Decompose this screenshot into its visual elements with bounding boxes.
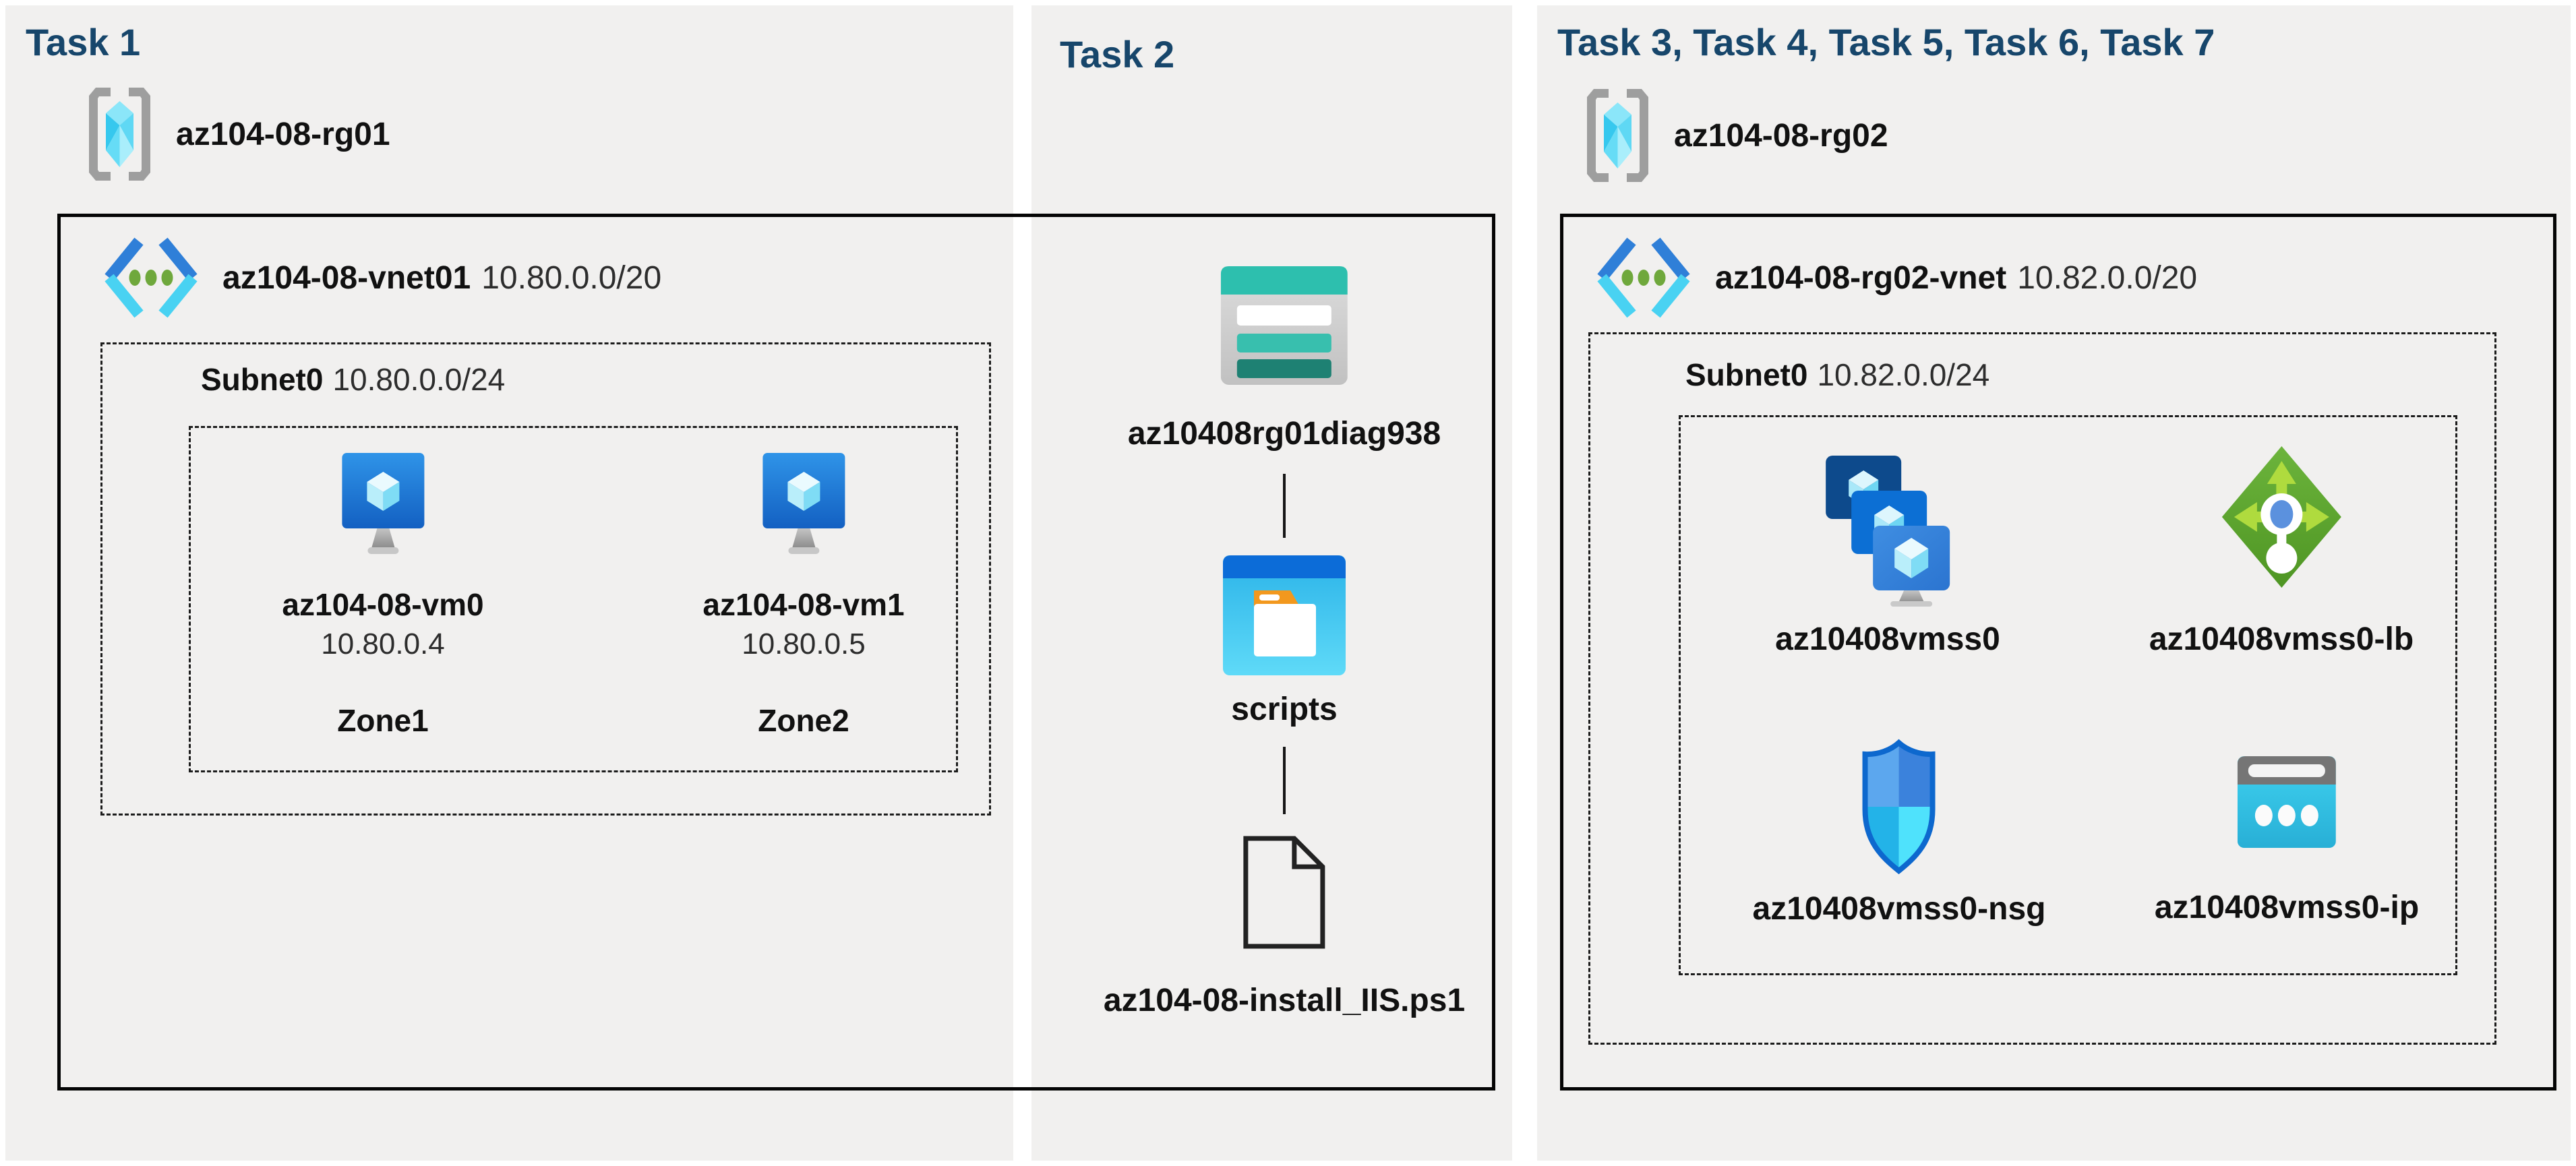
script-file-name: az104-08-install_IIS.ps1: [1103, 983, 1466, 1018]
virtual-network-icon: [1597, 237, 1690, 318]
storage-account-node: az10408rg01diag938: [1128, 266, 1441, 452]
vm-scale-set-icon: [1825, 456, 1950, 607]
subnet-name: Subnet0: [201, 362, 324, 397]
storage-account-icon: [1220, 266, 1348, 385]
resource-group-rg02: az104-08-rg02: [1586, 88, 1888, 183]
public-ip-name: az10408vmss0-ip: [2154, 890, 2420, 925]
vm-node-az104-08-vm0: az104-08-vm0 10.80.0.4 Zone1: [282, 450, 484, 739]
vnet-row-vnet01: az104-08-vnet01 10.80.0.0/20: [100, 236, 661, 319]
virtual-machine-icon: [341, 453, 424, 554]
network-security-group-icon: [1862, 739, 1936, 875]
public-ip-icon: [2238, 756, 2336, 848]
resource-group-name: az104-08-rg01: [176, 116, 390, 152]
panel-title-task3: Task 3, Task 4, Task 5, Task 6, Task 7: [1557, 21, 2215, 63]
connector-scripts-to-file: [1283, 747, 1286, 814]
nsg-name: az10408vmss0-nsg: [1752, 891, 2046, 927]
nsg-node: az10408vmss0-nsg: [1752, 739, 2046, 927]
load-balancer-name: az10408vmss0-lb: [2149, 621, 2414, 657]
vmss-node: az10408vmss0: [1775, 450, 2000, 658]
vnet-label: az104-08-rg02-vnet 10.82.0.0/20: [1715, 259, 2197, 297]
file-icon: [1243, 836, 1325, 949]
storage-account-name: az10408rg01diag938: [1127, 416, 1441, 452]
scripts-container-node: scripts: [1223, 555, 1346, 728]
rg02-vnet-boundary-box: [1560, 214, 2556, 1091]
panel-title-task1: Task 1: [26, 21, 141, 63]
vm-ip: 10.80.0.5: [742, 627, 866, 661]
panel-title-task2: Task 2: [1060, 33, 1175, 75]
vnet-cidr: 10.82.0.0/20: [2017, 259, 2198, 296]
panel-task1: [5, 5, 1013, 1161]
load-balancer-icon: [2221, 446, 2341, 588]
vnet01-boundary-box: [57, 214, 1495, 1091]
vm-zone: Zone1: [337, 703, 429, 738]
virtual-network-icon: [104, 237, 198, 318]
vm-name: az104-08-vm1: [702, 587, 905, 622]
vmss-resources-box: [1679, 415, 2457, 975]
subnet-label-task3: Subnet0 10.82.0.0/24: [1685, 357, 1989, 393]
vnet-row-rg02-vnet: az104-08-rg02-vnet 10.82.0.0/20: [1592, 236, 2197, 319]
connector-storage-to-scripts: [1283, 474, 1286, 538]
load-balancer-node: az10408vmss0-lb: [2149, 443, 2414, 658]
resource-group-icon: [89, 88, 150, 181]
virtual-machine-icon: [762, 453, 845, 554]
scripts-container-name: scripts: [1231, 692, 1338, 727]
vnet-name: az104-08-rg02-vnet: [1715, 259, 2007, 296]
vnet-name: az104-08-vnet01: [222, 259, 471, 296]
vmss-name: az10408vmss0: [1775, 621, 2000, 657]
subnet-cidr: 10.80.0.0/24: [332, 362, 506, 397]
resource-group-rg01: az104-08-rg01: [88, 86, 390, 182]
vm-name: az104-08-vm0: [282, 587, 484, 622]
vnet-cidr: 10.80.0.0/20: [481, 259, 662, 296]
vm-node-az104-08-vm1: az104-08-vm1 10.80.0.5 Zone2: [702, 450, 905, 739]
vm-ip: 10.80.0.4: [321, 627, 445, 661]
resource-group-name: az104-08-rg02: [1674, 117, 1888, 154]
panel-task3: [1537, 5, 2571, 1161]
subnet0-box-task3: [1588, 332, 2496, 1045]
resource-group-icon: [1587, 89, 1648, 182]
script-file-node: az104-08-install_IIS.ps1: [1104, 834, 1465, 1019]
public-ip-node: az10408vmss0-ip: [2155, 756, 2419, 926]
vnet-label: az104-08-vnet01 10.80.0.0/20: [222, 259, 661, 297]
availability-zone-box-task1: [189, 426, 958, 772]
subnet-cidr: 10.82.0.0/24: [1817, 357, 1990, 392]
folder-icon: [1223, 555, 1346, 675]
subnet-name: Subnet0: [1685, 357, 1808, 392]
subnet0-box-task1: [100, 342, 991, 816]
vm-zone: Zone2: [758, 703, 849, 738]
